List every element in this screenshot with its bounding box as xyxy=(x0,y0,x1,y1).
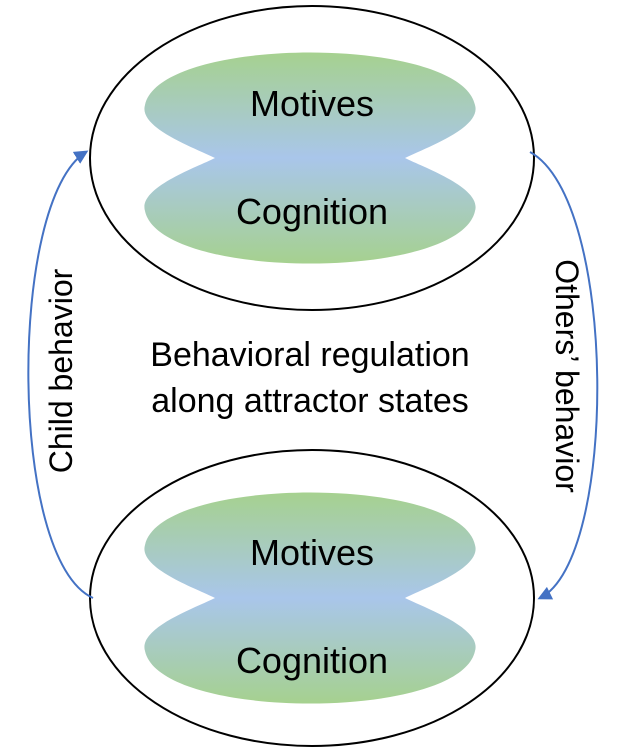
bottom-node: Motives Cognition xyxy=(89,449,535,747)
others-behavior-label: Others’ behavior xyxy=(549,259,585,493)
bottom-node-lobes xyxy=(144,492,476,704)
top-node-lobes xyxy=(144,52,476,264)
center-text-line1: Behavioral regulation xyxy=(150,336,469,374)
bottom-motives-label: Motives xyxy=(250,532,374,573)
center-text-line2: along attractor states xyxy=(151,382,469,420)
top-cognition-label: Cognition xyxy=(236,191,388,232)
child-behavior-label: Child behavior xyxy=(43,268,79,473)
others-behavior-arrow xyxy=(529,151,599,600)
child-behavior-arrow xyxy=(27,150,94,599)
top-motives-label: Motives xyxy=(250,83,374,124)
bottom-cognition-label: Cognition xyxy=(236,640,388,681)
top-node: Motives Cognition xyxy=(89,5,535,311)
